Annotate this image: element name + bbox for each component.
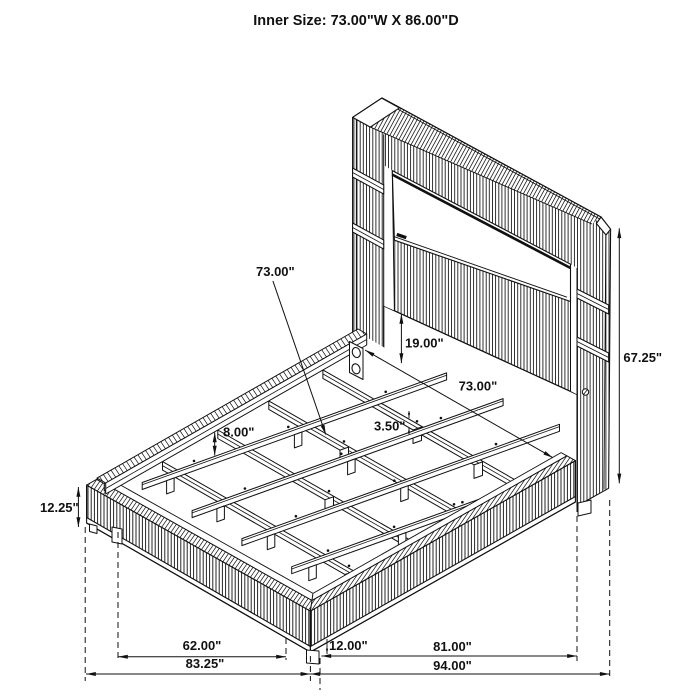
svg-text:94.00": 94.00" xyxy=(433,658,472,673)
svg-text:Inner Size: 73.00"W X 86.00"D: Inner Size: 73.00"W X 86.00"D xyxy=(253,13,459,29)
svg-text:19.00": 19.00" xyxy=(405,336,444,351)
svg-text:73.00": 73.00" xyxy=(256,264,295,279)
svg-text:62.00": 62.00" xyxy=(183,638,222,653)
svg-text:83.25": 83.25" xyxy=(186,656,225,671)
svg-text:12.25": 12.25" xyxy=(40,500,79,515)
svg-text:12.00": 12.00" xyxy=(329,638,368,653)
svg-text:81.00": 81.00" xyxy=(433,639,472,654)
svg-text:8.00": 8.00" xyxy=(223,425,254,440)
svg-text:73.00": 73.00" xyxy=(459,379,498,394)
svg-text:3.50": 3.50" xyxy=(374,419,405,434)
svg-text:67.25": 67.25" xyxy=(623,350,662,365)
